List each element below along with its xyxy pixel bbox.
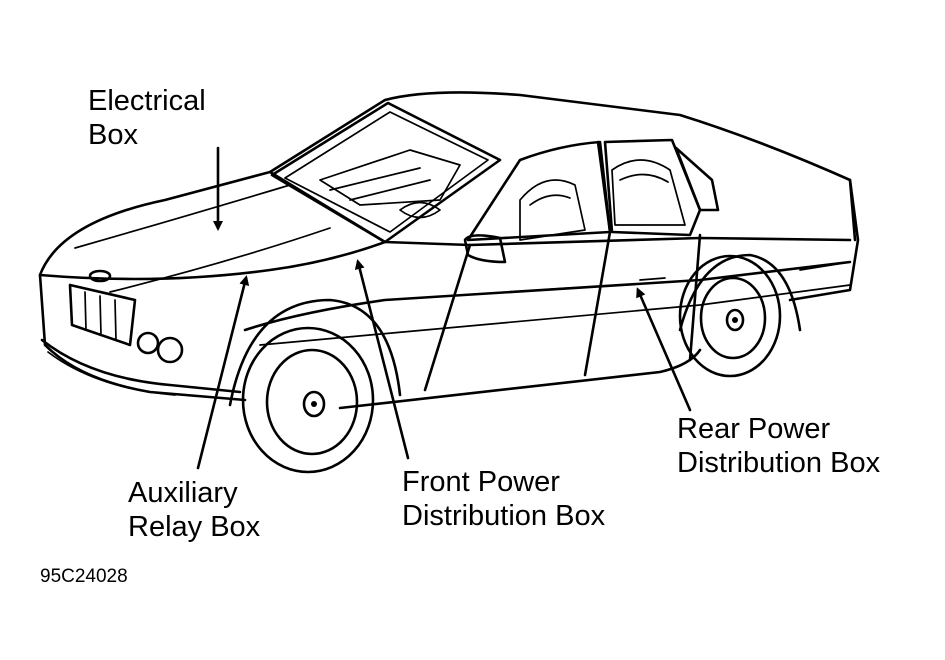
front-seat	[519, 179, 586, 241]
front-hub	[302, 390, 326, 418]
auxiliary-relay-box-arrow	[196, 275, 250, 470]
rear-power-distribution-box-label-line1: Rear Power	[677, 413, 831, 445]
rear-quarter-window	[674, 146, 720, 212]
rear-power-distribution-box-label: Rear Power Distribution Box	[677, 412, 880, 480]
rear-door-edge	[688, 233, 702, 362]
grille	[68, 283, 137, 347]
electrical-box-label: Electrical Box	[88, 84, 206, 152]
rear-hub-center	[732, 317, 738, 323]
hood-crease-2	[109, 227, 331, 293]
rocker-panel	[338, 348, 702, 410]
front-hub-center	[311, 401, 317, 407]
hood-outline	[38, 170, 387, 281]
headlight-inner	[136, 331, 160, 355]
front-power-distribution-box-label: Front Power Distribution Box	[402, 465, 605, 533]
rear-power-distribution-box-arrow	[636, 287, 692, 412]
body-side-upper	[243, 260, 852, 332]
rear-tire	[678, 254, 782, 378]
rear-door-line	[583, 230, 612, 377]
rear-rim	[699, 276, 767, 360]
roof-outline	[268, 91, 857, 242]
front-bumper	[40, 338, 242, 394]
front-power-distribution-box-label-line1: Front Power	[402, 466, 560, 498]
windshield	[270, 101, 502, 244]
door-handle-rear	[639, 277, 666, 281]
rear-body	[788, 178, 860, 302]
door-handle-front	[539, 287, 571, 291]
rear-hub	[725, 308, 745, 332]
front-power-distribution-box-label-line2: Distribution Box	[402, 500, 606, 532]
front-rim	[265, 348, 359, 456]
electrical-box-label-line2: Box	[88, 119, 138, 151]
rear-power-distribution-box-label-line2: Distribution Box	[677, 447, 881, 479]
front-door-line	[423, 243, 472, 392]
hood-emblem	[88, 269, 112, 283]
front-door-window	[466, 140, 612, 242]
headlight-outer	[156, 336, 184, 364]
auxiliary-relay-box-label-line2: Relay Box	[128, 511, 261, 543]
auxiliary-relay-box-label: Auxiliary Relay Box	[128, 476, 260, 544]
body-side-molding	[259, 284, 851, 346]
beltline	[383, 236, 852, 247]
rear-wheel-arch	[678, 253, 802, 332]
side-mirror	[463, 234, 507, 264]
hood-crease-1	[74, 184, 291, 249]
steering-wheel	[399, 201, 441, 219]
front-tire	[241, 326, 375, 474]
figure-code: 95C24028	[40, 566, 128, 587]
rear-seat	[611, 159, 686, 226]
front-power-distribution-box-arrow	[354, 259, 410, 460]
rear-door-window	[603, 138, 702, 237]
windshield-inner	[284, 111, 489, 233]
interior-dash	[319, 149, 461, 206]
front-wheel-arch	[228, 298, 402, 407]
b-pillar	[596, 140, 612, 234]
electrical-box-label-line1: Electrical	[88, 85, 206, 117]
auxiliary-relay-box-label-line1: Auxiliary	[128, 477, 238, 509]
